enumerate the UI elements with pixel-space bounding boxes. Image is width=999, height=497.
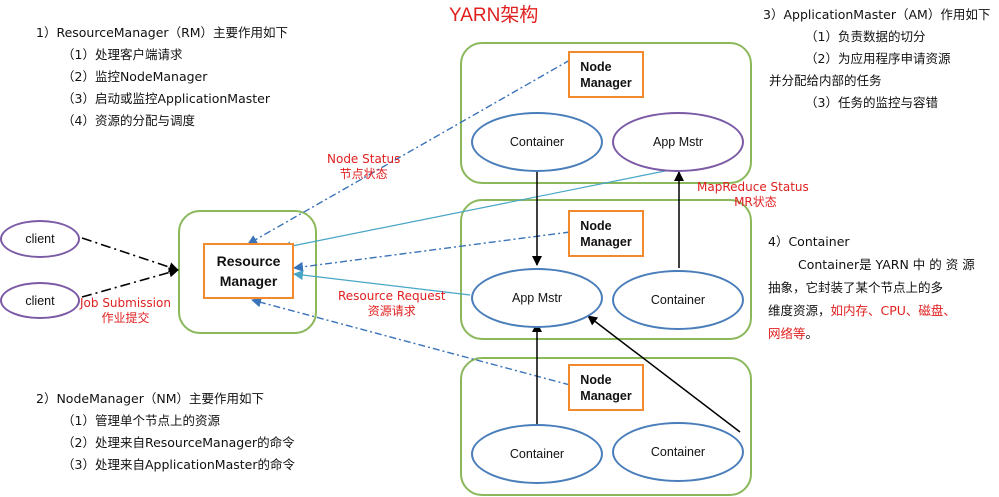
client-node[interactable]: client (0, 220, 80, 258)
app-mstr-node[interactable]: App Mstr (612, 112, 744, 172)
client-node[interactable]: client (0, 282, 80, 319)
node-status-arrow (293, 231, 571, 272)
am-heading: 3）ApplicationMaster（AM）作用如下 (763, 7, 991, 22)
nm-item: （1）管理单个节点上的资源 (62, 413, 220, 428)
rm-item: （1）处理客户端请求 (62, 47, 183, 62)
mr-status-label: MapReduce Status MR状态 (697, 180, 809, 209)
am-section: 3）ApplicationMaster（AM）作用如下 （1）负责数据的切分 （… (763, 4, 990, 114)
container-section: 4）Container Container是 YARN 中 的 资 源 抽象，它… (768, 230, 975, 345)
container-desc-line: 网络等。 (768, 326, 819, 341)
rm-heading: 1）ResourceManager（RM）主要作用如下 (36, 25, 289, 40)
container-desc-line: 维度资源，如内存、CPU、磁盘、 (768, 303, 956, 318)
rm-section: 1）ResourceManager（RM）主要作用如下 （1）处理客户端请求 （… (36, 22, 288, 132)
resource-request-label: Resource Request 资源请求 (338, 289, 446, 318)
am-item-continued: 并分配给内部的任务 (769, 73, 882, 88)
container-node[interactable]: Container (612, 422, 744, 482)
container-node[interactable]: Container (612, 270, 744, 330)
am-item: （2）为应用程序申请资源 (805, 51, 951, 66)
container-to-appmstr-arrow (587, 315, 741, 433)
am-item: （1）负责数据的切分 (805, 29, 926, 44)
rm-item: （3）启动或监控ApplicationMaster (62, 91, 270, 106)
am-item: （3）任务的监控与容错 (805, 95, 938, 110)
nm-item: （3）处理来自ApplicationMaster的命令 (62, 457, 295, 472)
node-status-arrow (251, 297, 571, 386)
nm-heading: 2）NodeManager（NM）主要作用如下 (36, 391, 265, 406)
nm-section: 2）NodeManager（NM）主要作用如下 （1）管理单个节点上的资源 （2… (36, 388, 295, 476)
container-desc-line: Container是 YARN 中 的 资 源 (798, 257, 975, 272)
container-node[interactable]: Container (471, 424, 603, 484)
client-to-rm-arrow (81, 267, 179, 298)
node-status-arrow (247, 59, 571, 245)
rm-item: （4）资源的分配与调度 (62, 113, 195, 128)
container-heading: 4）Container (768, 234, 850, 249)
diagram-title: YARN架构 (449, 5, 539, 26)
node-status-label: Node Status 节点状态 (327, 152, 401, 181)
nm-item: （2）处理来自ResourceManager的命令 (62, 435, 295, 450)
resource-request-arrow (293, 270, 471, 296)
container-node[interactable]: Container (471, 112, 603, 172)
client-to-rm-arrow (81, 237, 179, 272)
container-desc-line: 抽象，它封装了某个节点上的多 (768, 280, 944, 295)
job-submission-label: Job Submission 作业提交 (80, 296, 171, 325)
app-mstr-node[interactable]: App Mstr (471, 268, 603, 328)
rm-item: （2）监控NodeManager (62, 69, 208, 84)
mr-status-arrow (281, 169, 671, 252)
